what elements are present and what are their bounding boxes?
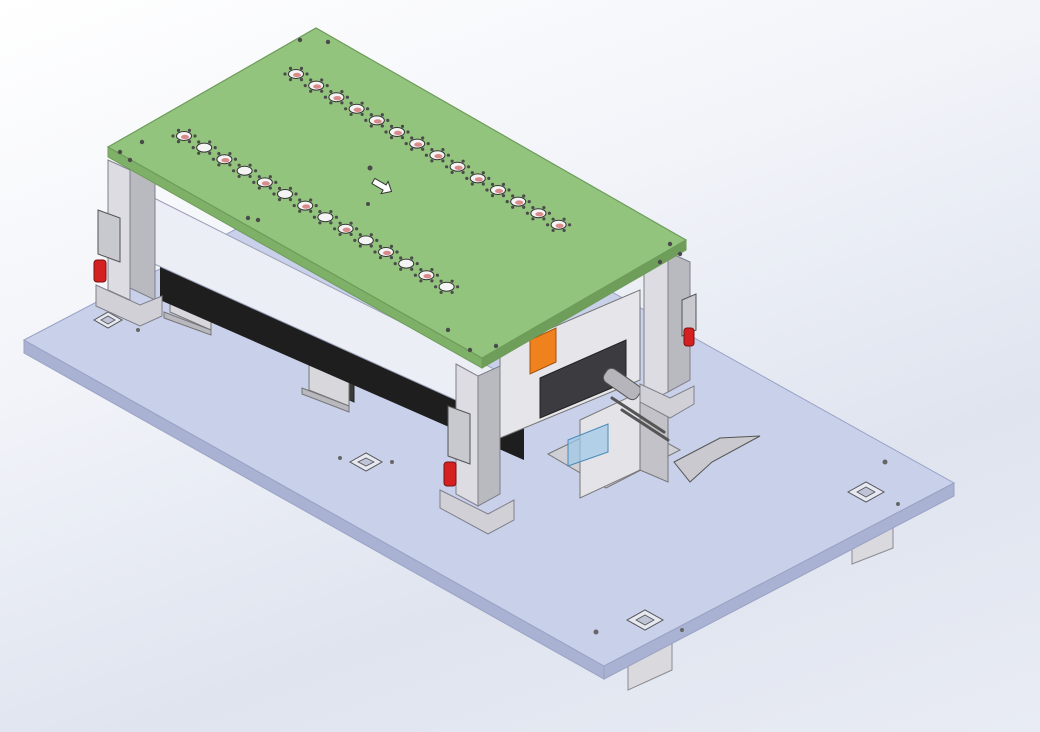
bolt-hole — [245, 215, 251, 221]
bolt-hole — [255, 217, 261, 223]
pocket — [525, 205, 552, 221]
actuator-cylinder — [602, 367, 642, 401]
bolt-hole — [127, 157, 133, 163]
pocket — [232, 163, 258, 179]
support-posts[interactable] — [95, 159, 695, 535]
cable-cutout — [673, 435, 761, 483]
pocket — [465, 171, 491, 186]
bolt-hole — [677, 251, 683, 257]
pocket — [546, 217, 572, 233]
pocket — [353, 233, 379, 248]
locating-slot-4 — [92, 311, 124, 329]
pocket — [434, 279, 460, 295]
bolt-hole — [667, 241, 673, 247]
bolt-hole — [493, 343, 499, 349]
bolt-hole — [325, 39, 331, 45]
pocket — [323, 89, 349, 105]
top-plate-surface — [106, 27, 688, 359]
locating-slot-2 — [846, 481, 886, 503]
clamp-handle-right — [683, 327, 695, 347]
front-mechanism[interactable] — [499, 289, 682, 499]
pocket — [445, 159, 471, 175]
locating-slot-3 — [625, 609, 665, 631]
base-plate-details — [92, 311, 900, 635]
bolt-hole — [657, 259, 663, 265]
toggle-clamps[interactable] — [93, 209, 697, 487]
pocket — [373, 244, 399, 260]
pocket — [344, 101, 370, 117]
bolt-hole — [445, 327, 451, 333]
clamp-handle-left — [93, 259, 107, 283]
pocket — [252, 175, 278, 190]
pocket — [283, 66, 309, 82]
pocket — [404, 136, 430, 151]
toggle-clamp-left — [93, 209, 121, 283]
pocket — [211, 151, 237, 167]
locating-slot-1 — [348, 452, 384, 472]
toggle-clamp-right — [681, 293, 697, 347]
pocket — [505, 194, 531, 209]
clamp-handle-front — [443, 461, 457, 487]
linear-rail — [160, 262, 524, 460]
pocket — [272, 186, 298, 202]
product-pockets — [171, 66, 572, 295]
pocket — [413, 267, 439, 283]
pocket — [333, 221, 359, 237]
pocket — [364, 113, 390, 128]
bolt-hole — [467, 347, 473, 353]
toggle-clamp-front — [443, 405, 471, 487]
pocket — [292, 198, 318, 213]
toggle-clamp-mech — [610, 396, 670, 442]
pocket — [191, 140, 217, 155]
pocket — [393, 256, 419, 271]
pocket — [424, 147, 450, 163]
direction-arrow-icon — [371, 177, 393, 195]
orange-stop-block — [529, 327, 557, 375]
pocket — [171, 128, 197, 144]
pocket — [485, 182, 511, 198]
bolt-hole — [117, 149, 123, 155]
bolt-hole — [297, 37, 303, 43]
blue-guard — [567, 423, 609, 467]
top-plate[interactable] — [106, 27, 688, 369]
top-plate-bolt-holes — [117, 37, 683, 353]
pocket — [303, 78, 329, 93]
pocket — [312, 209, 338, 225]
pocket — [384, 124, 410, 140]
bolt-hole — [139, 139, 145, 145]
post-back-right — [639, 251, 695, 419]
